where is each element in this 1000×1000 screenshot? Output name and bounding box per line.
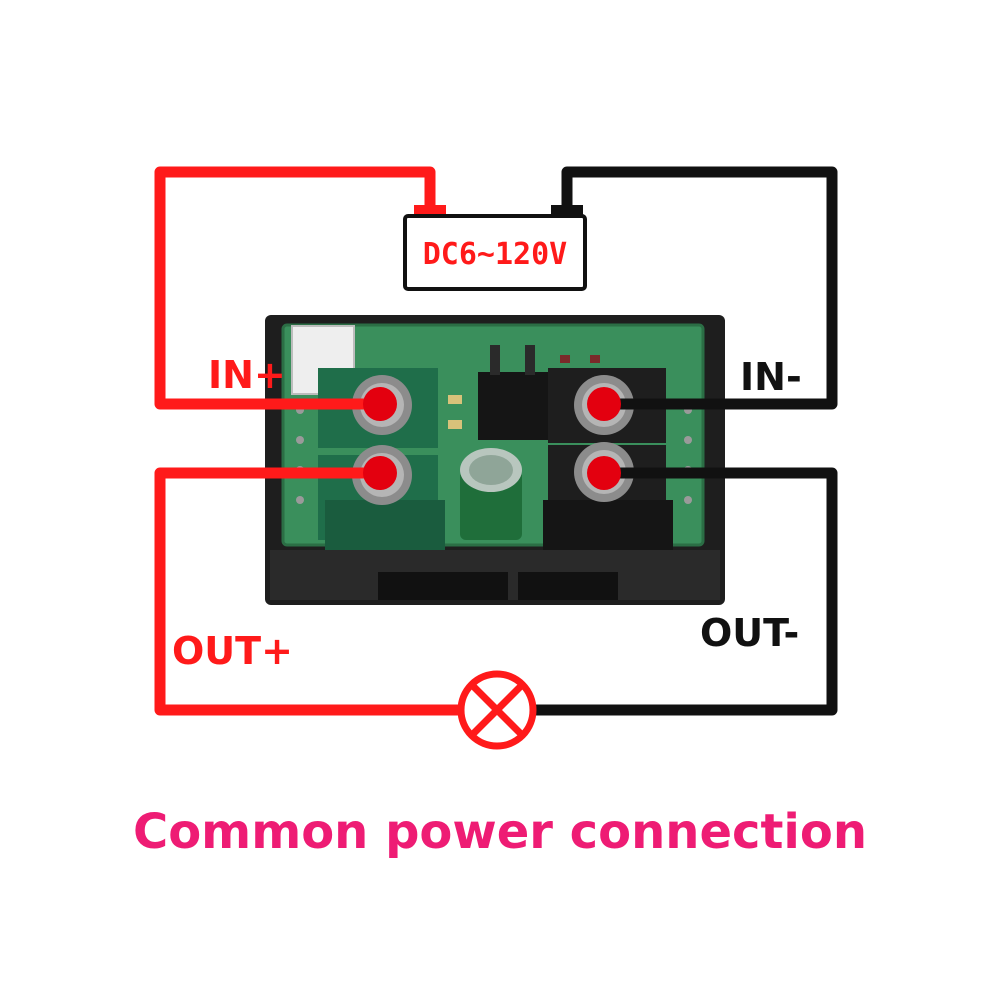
in-minus-label: IN-: [740, 355, 802, 399]
wiring: [154, 166, 838, 716]
wire-supply-negative: [561, 166, 838, 410]
wire-supply-positive: [154, 166, 436, 410]
power-supply: DC6~120V: [403, 205, 587, 291]
out-minus-contact-dot: [587, 456, 621, 490]
out-minus-label: OUT-: [700, 611, 799, 655]
wire-output-positive: [154, 467, 458, 716]
battery-body: [403, 214, 587, 291]
out-plus-label: OUT+: [172, 629, 293, 673]
electrolytic-capacitor: [460, 448, 522, 540]
in-plus-contact-dot: [363, 387, 397, 421]
out-plus-contact-dot: [363, 456, 397, 490]
in-minus-contact-dot: [587, 387, 621, 421]
device-module: [265, 315, 725, 605]
lamp-load-icon: [457, 670, 537, 750]
in-plus-label: IN+: [208, 353, 286, 397]
wire-output-negative: [536, 467, 838, 716]
contact-points: [363, 387, 621, 490]
regulator-chip: [478, 372, 548, 440]
supply-voltage-label: DC6~120V: [423, 237, 568, 272]
caption-text: Common power connection: [133, 804, 867, 860]
